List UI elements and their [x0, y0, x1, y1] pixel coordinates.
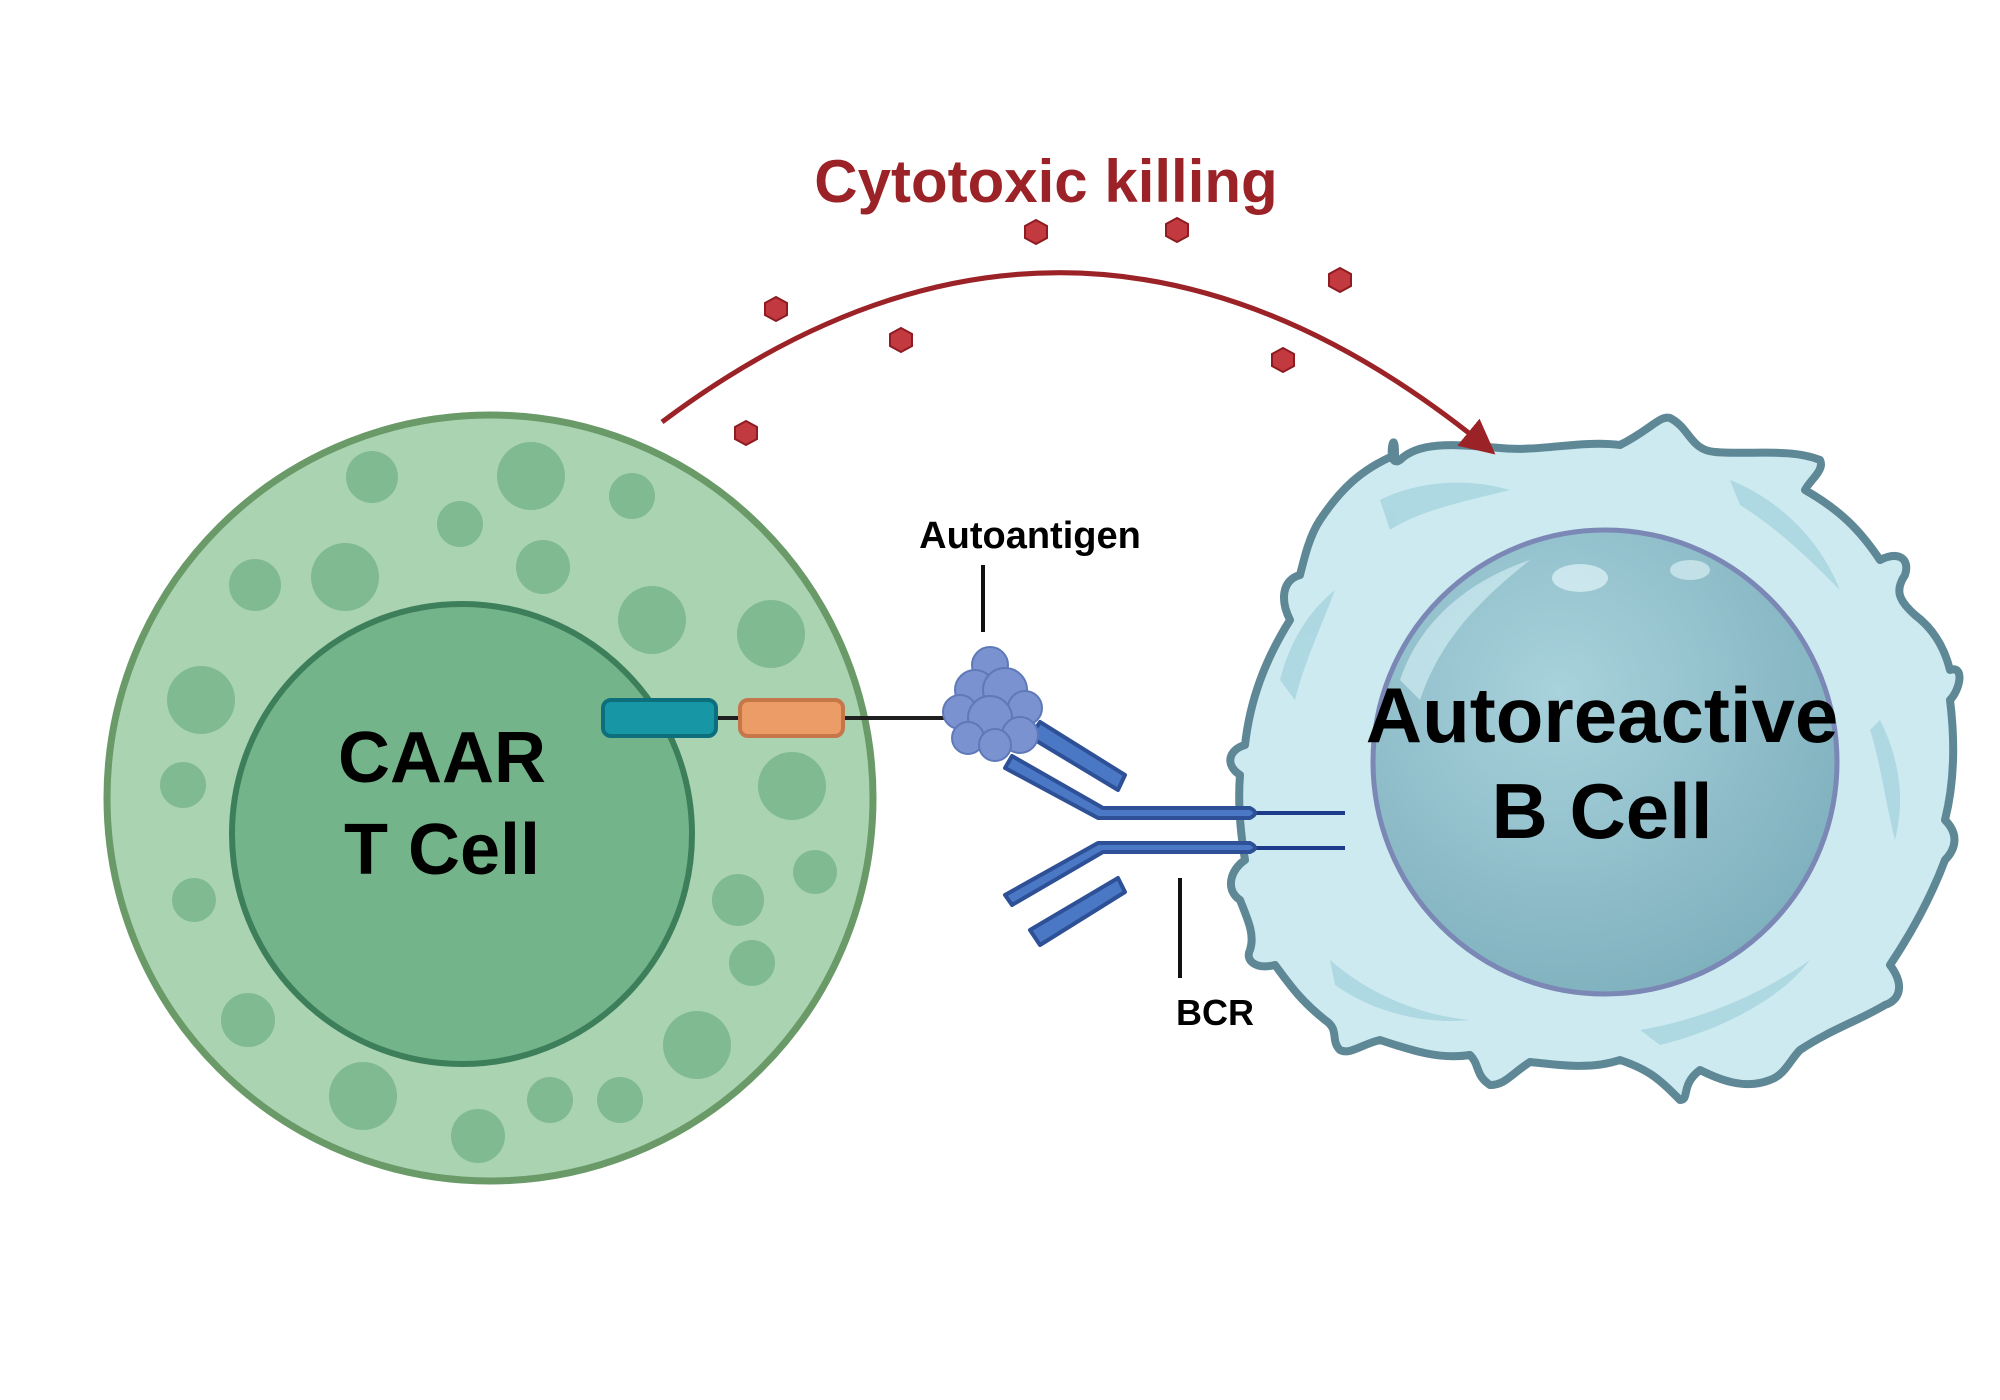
callouts: Autoantigen BCR: [919, 515, 1254, 1033]
granule: [229, 559, 281, 611]
granule: [758, 752, 826, 820]
antigen-blob: [978, 728, 1012, 762]
killing-arrow: [660, 270, 1496, 455]
granule: [597, 1077, 643, 1123]
nucleus-highlight: [1552, 564, 1608, 592]
granule: [329, 1062, 397, 1130]
granzyme-hexagon: [764, 295, 788, 323]
granzyme-hexagon: [1165, 216, 1189, 244]
b-cell-label-line1: Autoreactive: [1366, 671, 1839, 759]
t-cell-nucleus: [229, 601, 695, 1067]
autoantigen-label: Autoantigen: [919, 515, 1141, 557]
membrane-ruffle: [1330, 960, 1470, 1021]
caar-t-cell: CAAR T Cell: [103, 411, 877, 1185]
title: Cytotoxic killing: [814, 148, 1277, 215]
membrane-ruffle: [1280, 590, 1335, 700]
membrane-ruffle: [1730, 480, 1840, 590]
granule: [221, 993, 275, 1047]
bcr-antibody: [1003, 720, 1345, 947]
granzyme-particles: [734, 216, 1352, 447]
nucleus-highlight: [1670, 560, 1710, 580]
caar-receptor: [601, 698, 975, 738]
granzyme-hexagon: [1328, 266, 1352, 294]
nucleus-highlight: [1400, 560, 1530, 700]
granule: [618, 586, 686, 654]
cytotoxic-killing: Cytotoxic killing: [660, 148, 1496, 455]
granzyme-hexagon: [734, 419, 758, 447]
granule: [527, 1077, 573, 1123]
bcr-heavy-chain-lower: [1003, 841, 1257, 907]
granule: [737, 600, 805, 668]
granule: [437, 501, 483, 547]
granule: [497, 442, 565, 510]
granule: [609, 473, 655, 519]
granzyme-hexagon: [889, 326, 913, 354]
granule: [311, 543, 379, 611]
autoantigen: [942, 646, 1043, 762]
granule: [346, 451, 398, 503]
granule: [663, 1011, 731, 1079]
t-cell-granules: [160, 442, 837, 1163]
caar-autoantigen-domain: [738, 698, 845, 738]
bcr-heavy-chain-upper: [1003, 754, 1257, 820]
granule: [793, 850, 837, 894]
granule: [172, 878, 216, 922]
membrane-ruffle: [1640, 960, 1810, 1045]
autoreactive-b-cell: Autoreactive B Cell: [1226, 413, 1964, 1104]
b-cell-nucleus: [1370, 527, 1840, 997]
bcr-light-chain-lower: [1028, 876, 1127, 947]
membrane-ruffle: [1870, 720, 1900, 840]
granule: [451, 1109, 505, 1163]
membrane-ruffle: [1380, 482, 1510, 530]
t-cell-label-line1: CAAR: [338, 718, 546, 798]
b-cell-label-line2: B Cell: [1491, 767, 1712, 855]
granule: [167, 666, 235, 734]
granule: [729, 940, 775, 986]
caar-signaling-domain: [601, 698, 718, 738]
granzyme-hexagon: [1024, 218, 1048, 246]
granule: [160, 762, 206, 808]
granule: [516, 540, 570, 594]
granule: [712, 874, 764, 926]
t-cell-label-line2: T Cell: [344, 810, 540, 890]
bcr-label: BCR: [1176, 992, 1254, 1033]
granzyme-hexagon: [1271, 346, 1295, 374]
b-cell-membrane-texture: [1280, 480, 1900, 1045]
